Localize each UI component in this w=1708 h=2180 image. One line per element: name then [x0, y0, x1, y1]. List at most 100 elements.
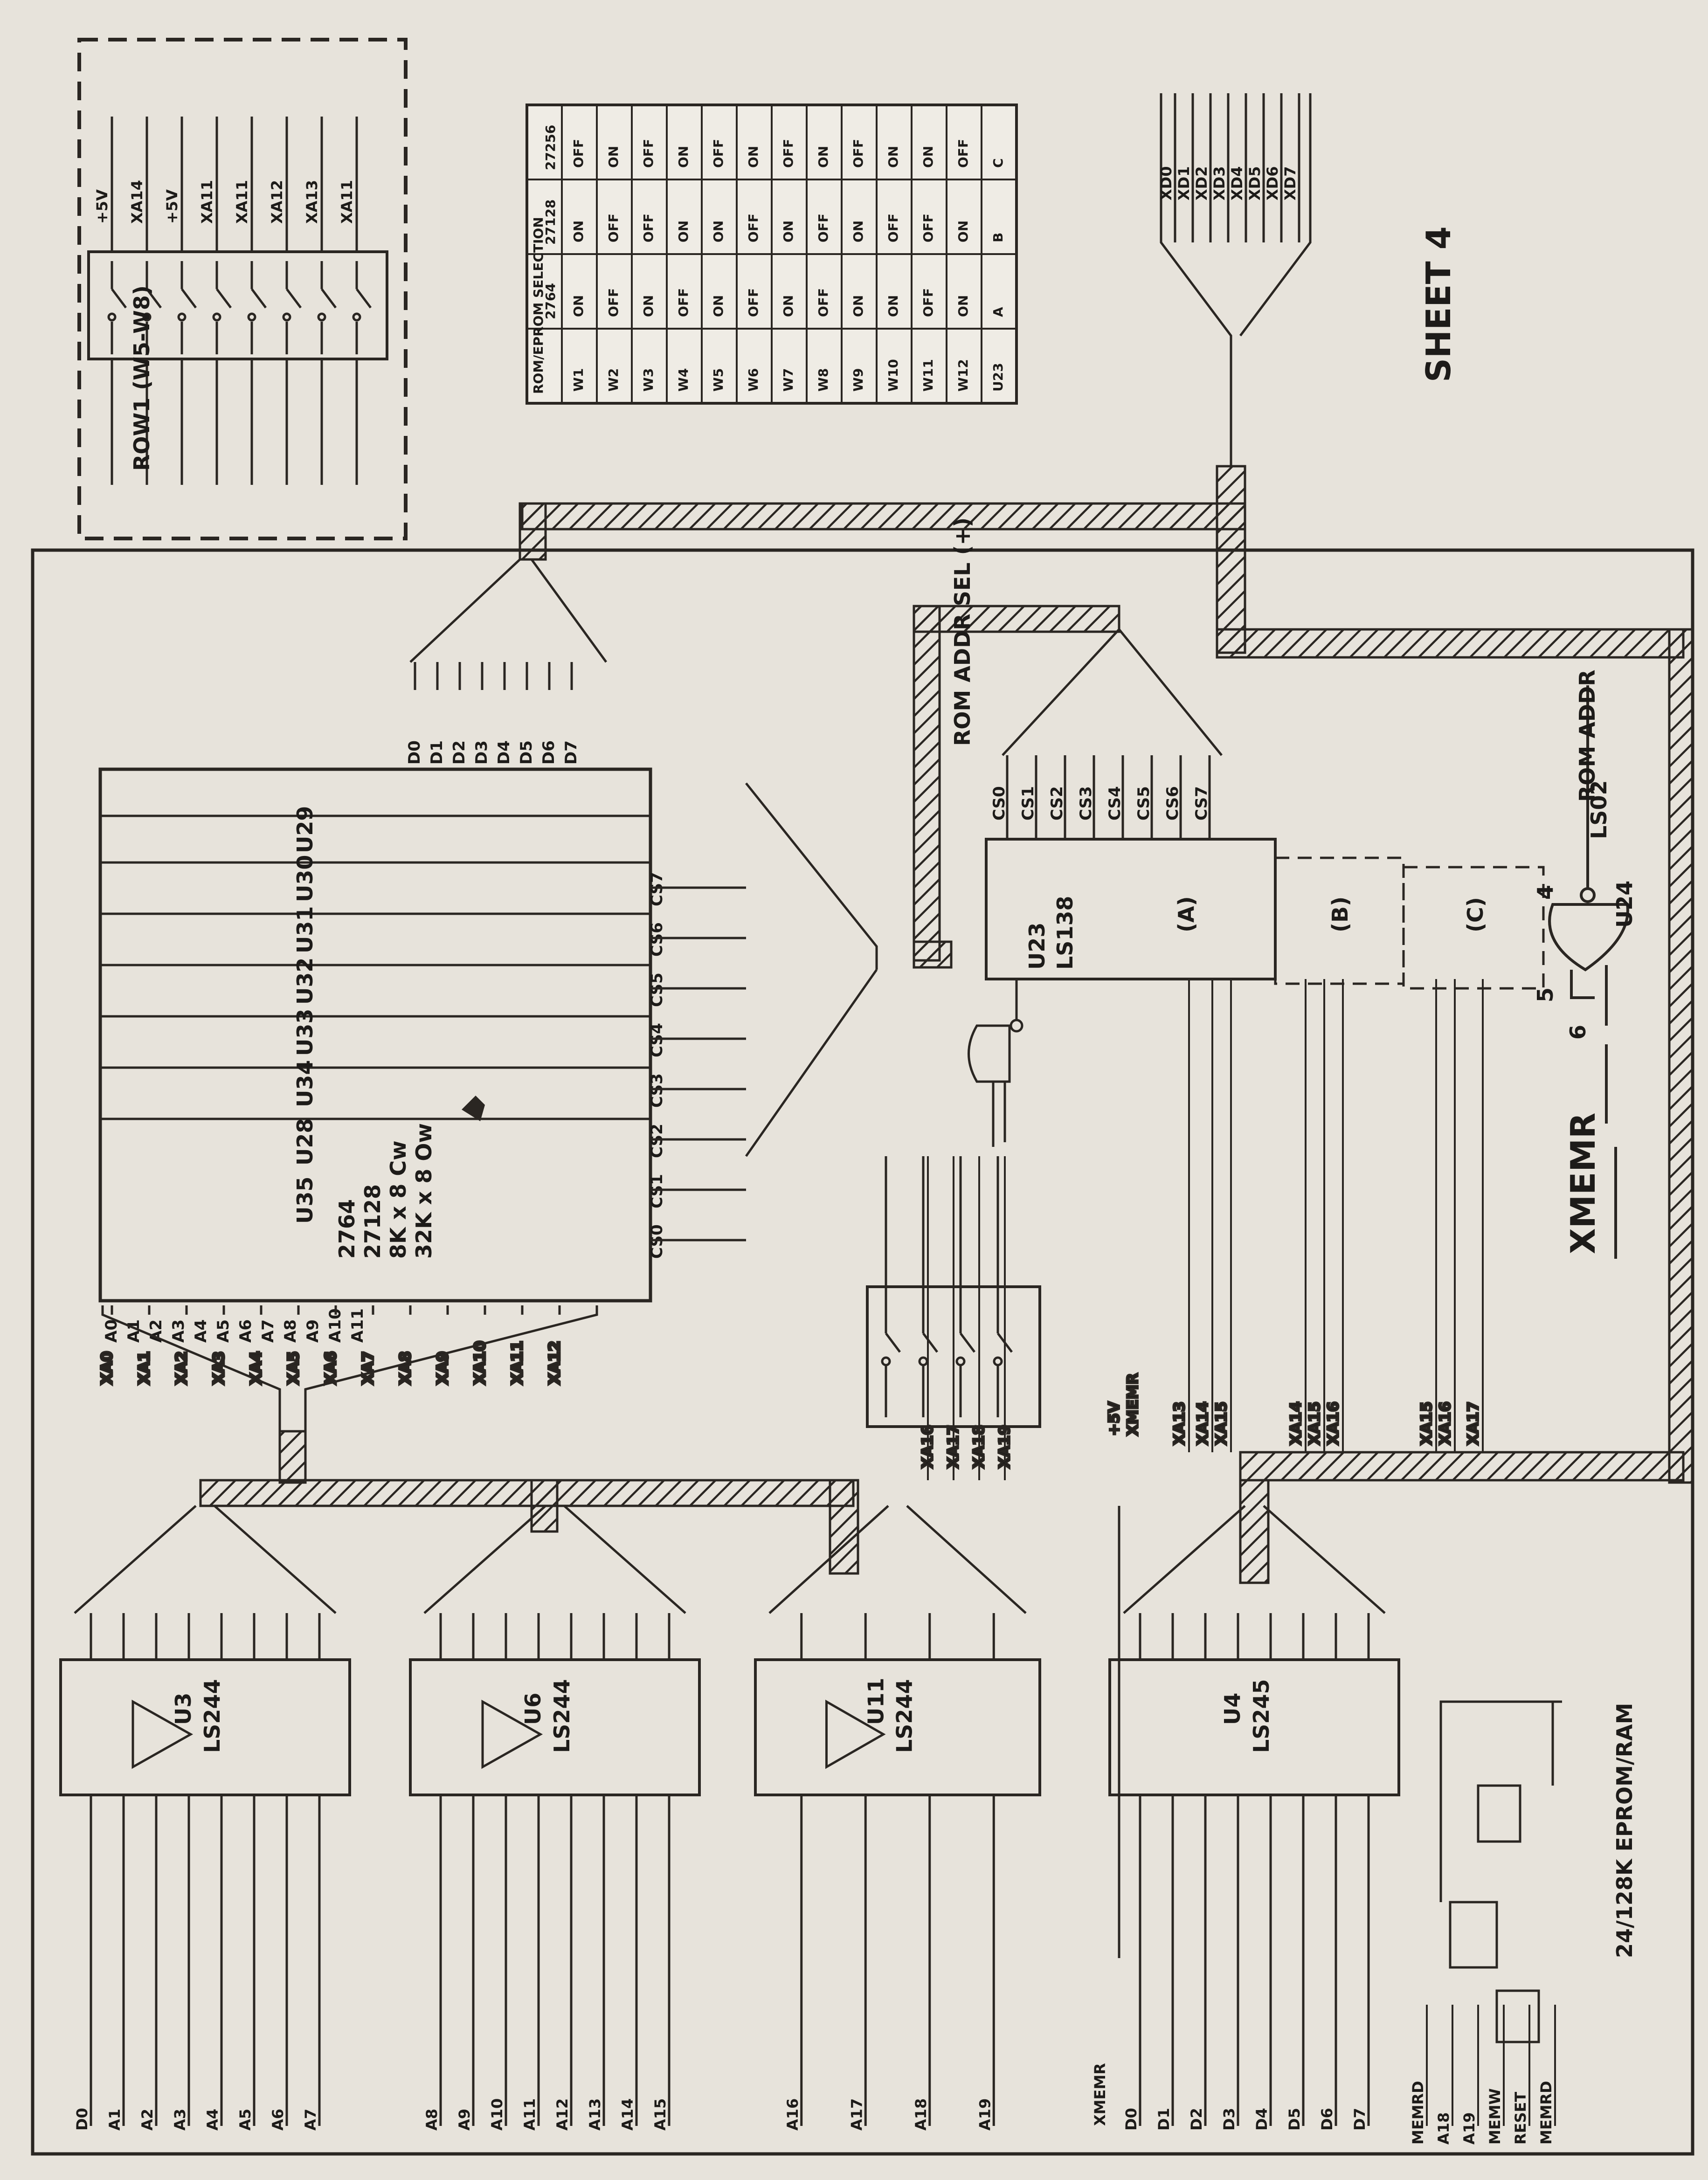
addr-bus-11: XA11	[508, 1341, 526, 1385]
mem-data-pin-0: D0	[405, 740, 424, 765]
dec-out-6: CS6	[1163, 786, 1182, 821]
mem-cs-5: CS5	[648, 973, 666, 1007]
addr-bus-10: XA10	[471, 1341, 489, 1385]
sel-r11-c1: ON	[955, 295, 971, 317]
dec-out-4: CS4	[1106, 786, 1124, 821]
mem-chip-6: U34	[292, 1060, 318, 1107]
sel-r10-c0: W11	[920, 359, 936, 392]
part-2764: 2764	[334, 1199, 360, 1259]
sel-r12-c2: B	[990, 233, 1006, 242]
sel-r9-c2: OFF	[885, 214, 901, 242]
sel-r0-c1: ON	[571, 295, 586, 317]
dec-in-5: XA16	[1324, 1401, 1342, 1445]
buffer-u4-label: U4	[1220, 1693, 1245, 1725]
sel-r12-c1: A	[990, 307, 1006, 317]
mem-addr-pin-4: A4	[192, 1319, 210, 1343]
u24-pin5: 5	[1533, 987, 1558, 1002]
buffer-symbol	[481, 1699, 543, 1769]
addr-bus-6: XA6	[322, 1351, 339, 1385]
sheet4-out-3: XD3	[1210, 166, 1228, 201]
rom-addr-label: ROM ADDR	[1575, 669, 1600, 802]
group4-in-5: D5	[1286, 2108, 1303, 2131]
mem-addr-pin-9: A9	[304, 1319, 322, 1343]
sel-r4-c3: OFF	[711, 139, 726, 168]
group1-in-7: A7	[302, 2109, 319, 2131]
sel-r1-c2: OFF	[606, 214, 621, 242]
group4-in-1: D1	[1155, 2108, 1173, 2131]
group1-in-2: A2	[138, 2109, 156, 2131]
dip-right-pin-3: XA11	[198, 180, 216, 224]
part-27128: 27128	[360, 1184, 385, 1259]
section-b: (B)	[1328, 897, 1353, 932]
sel-r7-c2: OFF	[816, 214, 831, 242]
sel-r6-c0: W7	[781, 368, 796, 392]
group2-in-0: A8	[423, 2109, 441, 2131]
buffer-u3-label: U3	[171, 1693, 196, 1725]
group1-in-5: A5	[236, 2109, 254, 2131]
sel-r2-c1: ON	[641, 295, 656, 317]
sel-col-1: 27128	[543, 200, 558, 245]
mem-chip-4: U32	[292, 958, 318, 1005]
mem-cs-0: CS0	[648, 1224, 666, 1259]
dec-in-1: XA14	[1194, 1401, 1211, 1445]
sel-r3-c0: W4	[676, 368, 691, 392]
u24-label: U24	[1612, 881, 1637, 928]
group3-in-0: A16	[784, 2098, 802, 2131]
sel-r1-c1: OFF	[606, 288, 621, 317]
group4-in-6: D6	[1318, 2108, 1336, 2131]
section-a: (A)	[1174, 896, 1199, 932]
buffer-symbol	[131, 1699, 194, 1769]
group2-in-7: A15	[651, 2098, 669, 2131]
buffer-u4-box	[1108, 1658, 1400, 1796]
dec-in-7: XA16	[1436, 1401, 1454, 1445]
sel-r11-c2: ON	[955, 221, 971, 242]
sheet-label: SHEET 4	[1419, 226, 1458, 382]
group3-in-2: A18	[912, 2098, 930, 2131]
bus-hatching	[199, 465, 1694, 1584]
group2-in-6: A14	[619, 2098, 636, 2131]
addr-bus-4: XA4	[247, 1351, 265, 1385]
group2-in-2: A10	[488, 2098, 506, 2131]
sel-r11-c3: OFF	[955, 139, 971, 168]
group1-in-6: A6	[269, 2109, 287, 2131]
sel-r8-c3: OFF	[851, 139, 866, 168]
data-fan	[409, 559, 608, 663]
mem-cs-2: CS2	[648, 1124, 666, 1158]
group1-in-4: A4	[204, 2109, 221, 2131]
sel-r7-c0: W8	[816, 368, 831, 392]
group1-in-0: D0	[73, 2108, 91, 2131]
group4-in-2: D2	[1188, 2108, 1205, 2131]
addr-bus-7: XA7	[359, 1351, 377, 1385]
buffer-u4-type: LS245	[1249, 1679, 1274, 1753]
mem-addr-pin-8: A8	[281, 1319, 300, 1343]
nand-u12	[968, 979, 1023, 1147]
mem-addr-pin-5: A5	[214, 1319, 233, 1343]
sel-r2-c2: OFF	[641, 214, 656, 242]
dec-in-4: XA15	[1306, 1401, 1323, 1445]
addr-bus-8: XA8	[396, 1351, 414, 1385]
dec-out-0: CS0	[990, 786, 1009, 821]
group4-in-4: D4	[1253, 2108, 1271, 2131]
sel-r6-c1: ON	[781, 295, 796, 317]
buffer-u11-type: LS244	[892, 1679, 917, 1753]
sel-r3-c3: ON	[676, 146, 691, 168]
dip-title: ROW1 (W5-W8)	[129, 285, 154, 471]
group1-in-3: A3	[171, 2109, 189, 2131]
group2-in-5: A13	[586, 2098, 604, 2131]
dip-right-pin-4: XA11	[233, 180, 251, 224]
mem-addr-pin-7: A7	[259, 1319, 277, 1343]
mem-addr-pin-6: A6	[236, 1319, 255, 1343]
mem-cs-3: CS3	[648, 1073, 666, 1108]
group2-in-4: A12	[553, 2098, 571, 2131]
mem-data-pin-5: D5	[517, 740, 536, 765]
sel-r10-c1: OFF	[920, 288, 936, 317]
group2-in-1: A9	[456, 2109, 473, 2131]
dec-out-5: CS5	[1134, 786, 1153, 821]
sel-r4-c0: W5	[711, 368, 726, 392]
dip-right-pin-7: XA11	[338, 180, 356, 224]
high-addr-1: XA17	[944, 1425, 962, 1469]
u24-pin4: 4	[1533, 885, 1558, 900]
sel-r6-c3: OFF	[781, 139, 796, 168]
dec-out-7: CS7	[1192, 786, 1211, 821]
sel-r7-c3: ON	[816, 146, 831, 168]
